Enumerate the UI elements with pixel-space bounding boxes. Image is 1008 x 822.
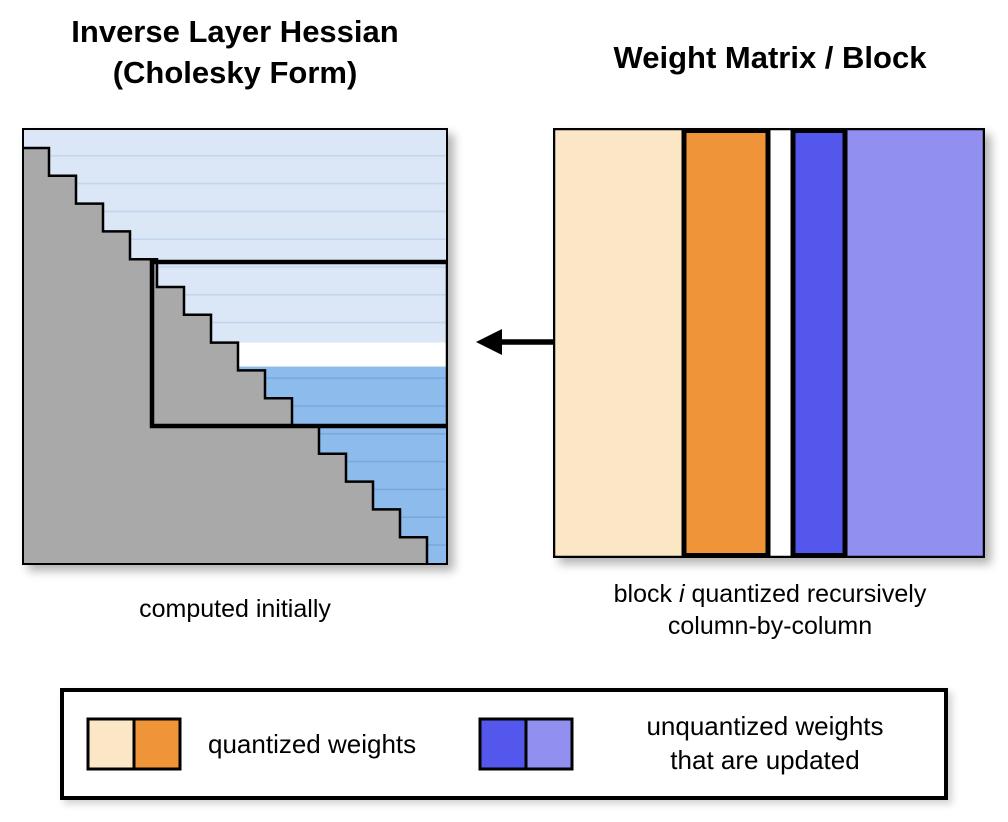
unquantized-swatch-pair [478, 717, 574, 771]
unquantized-columns-region [845, 128, 985, 558]
right-caption-post: quantized recursively [684, 580, 927, 608]
current-block-border [681, 128, 771, 558]
unquantized-legend-line1: unquantized weights [646, 711, 884, 742]
legend-box: quantized weights unquantized weights th… [60, 688, 948, 800]
right-caption-line2: column-by-column [667, 612, 873, 640]
weight-matrix [553, 128, 985, 558]
cream-swatch [86, 717, 136, 771]
left-title: Inverse Layer Hessian (Cholesky Form) [0, 12, 470, 94]
dark-blue-swatch [478, 717, 528, 771]
quantized-columns-region [553, 128, 684, 558]
hessian-matrix-svg [22, 128, 448, 565]
staircase-region [22, 146, 429, 565]
updated-inblock-region [793, 128, 845, 558]
right-title: Weight Matrix / Block [613, 40, 927, 75]
unquantized-legend-line2: that are updated [670, 745, 860, 775]
unquantized-legend-label: unquantized weights that are updated [600, 710, 930, 778]
right-caption-italic-i: i [678, 580, 685, 608]
right-caption: block i quantized recursively column-by-… [545, 578, 995, 642]
orange-swatch [132, 717, 182, 771]
left-title-line1: Inverse Layer Hessian [71, 14, 399, 49]
right-caption-line1: block i quantized recursively [545, 578, 995, 610]
left-title-line2: (Cholesky Form) [112, 54, 358, 90]
current-block-region [684, 128, 768, 558]
right-caption-pre: block [613, 580, 679, 608]
weight-matrix-outer-border [553, 128, 985, 558]
hessian-matrix [22, 128, 448, 565]
updated-inblock-border [790, 128, 848, 558]
weight-matrix-svg [553, 128, 985, 558]
light-purple-swatch [524, 717, 574, 771]
hessian-block-border [149, 259, 448, 429]
quantized-legend-label: quantized weights [208, 728, 417, 759]
hessian-outer-border [22, 128, 448, 565]
current-column-region [768, 128, 793, 558]
left-caption: computed initially [139, 595, 331, 623]
quantized-swatch-pair [86, 717, 182, 771]
